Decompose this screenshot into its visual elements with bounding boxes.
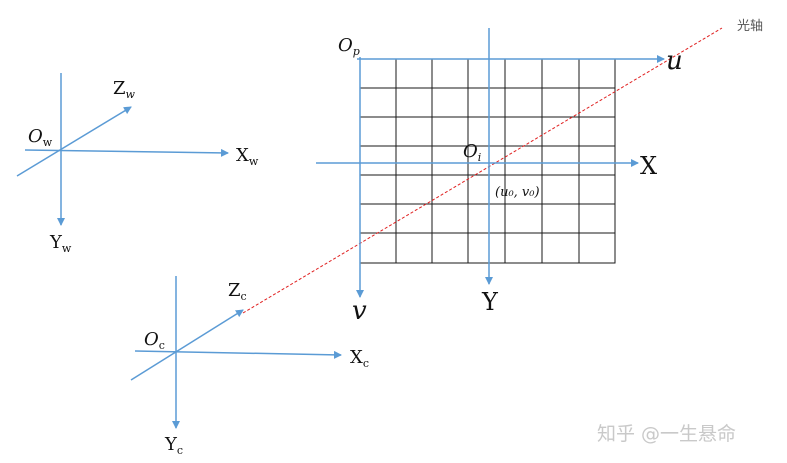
camera-z-axis	[130, 309, 244, 381]
watermark: 知乎 @一生悬命	[597, 423, 736, 445]
camera-z-label: Zc	[228, 280, 247, 303]
principal-point-label: (u₀, v₀)	[495, 185, 540, 200]
image-coordinate-system	[316, 28, 639, 285]
image-y-label: Y	[481, 288, 499, 316]
world-z-axis	[16, 106, 132, 177]
world-z-label: Zw	[113, 78, 136, 101]
camera-x-axis	[134, 350, 342, 359]
pixel-u-label: u	[666, 46, 683, 76]
image-origin-label: Oi	[463, 141, 481, 164]
image-x-label: X	[640, 152, 657, 180]
image-plane-grid	[359, 58, 616, 264]
optical-axis-label: 光轴	[737, 19, 763, 34]
camera-coordinate-system	[130, 276, 342, 429]
pixel-coordinate-system	[356, 55, 665, 298]
pixel-v-label: v	[352, 296, 367, 326]
world-y-label: Yw	[49, 232, 72, 255]
world-origin-label: Ow	[28, 126, 53, 149]
optical-axis-line	[242, 27, 723, 314]
world-x-label: Xw	[236, 145, 259, 168]
camera-y-label: Yc	[164, 434, 183, 457]
camera-origin-label: Oc	[144, 329, 165, 352]
camera-x-label: Xc	[350, 347, 369, 370]
world-coordinate-system	[16, 73, 229, 226]
pixel-origin-label: Op	[338, 35, 360, 58]
